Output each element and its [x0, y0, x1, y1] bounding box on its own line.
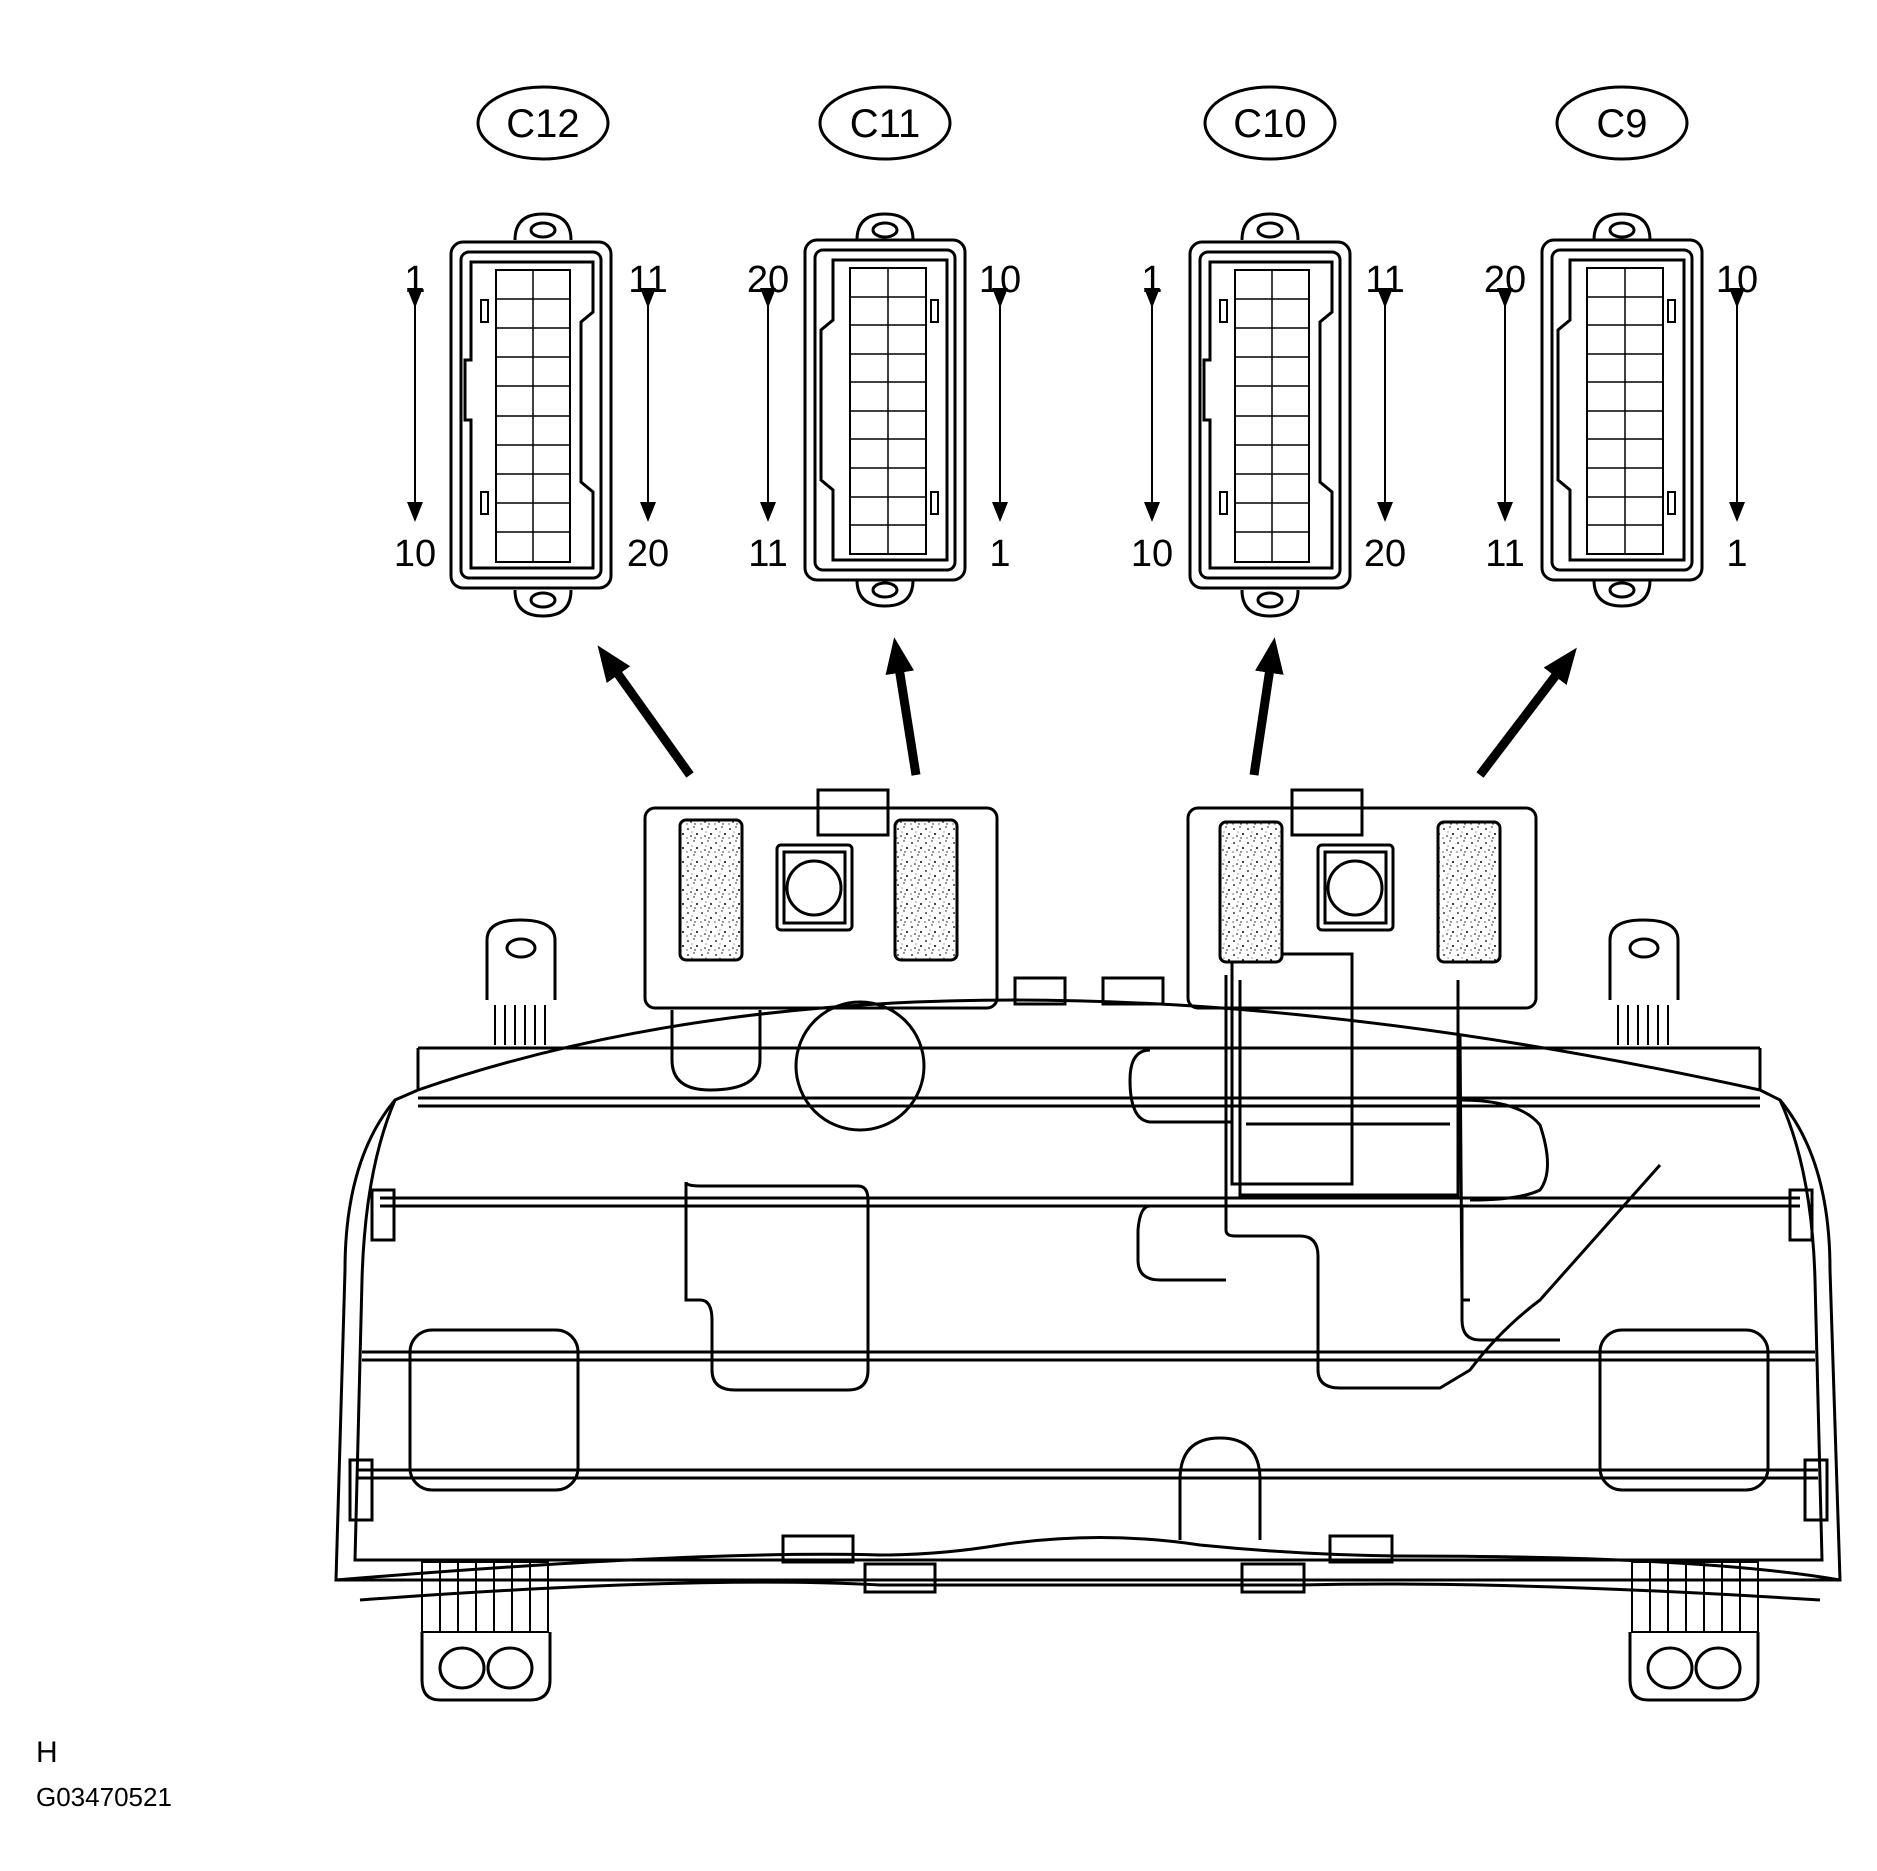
connector-c10: C10 1 10 11 20 — [1131, 85, 1406, 618]
pin-label-top-left: 1 — [404, 259, 425, 301]
connector-c11: C11 20 11 10 1 — [747, 85, 1021, 608]
pointer-arrow-c11 — [885, 637, 921, 776]
connector-label: C10 — [1233, 102, 1306, 146]
combination-meter-housing — [334, 788, 1842, 1702]
pointer-arrow-c9 — [1476, 647, 1577, 778]
pin-label-bottom-left: 11 — [1485, 533, 1524, 575]
connector-label: C11 — [850, 102, 920, 146]
figure-code: G03470521 — [36, 1782, 172, 1812]
connector-label: C12 — [506, 102, 579, 146]
pin-label-bottom-right: 20 — [627, 533, 669, 575]
pin-label-top-left: 20 — [1484, 259, 1526, 301]
pointer-arrows — [597, 637, 1577, 778]
pin-label-bottom-right: 20 — [1364, 533, 1406, 575]
pin-label-top-right: 10 — [1716, 259, 1758, 301]
pin-label-bottom-left: 10 — [1131, 533, 1173, 575]
pin-label-bottom-right: 1 — [1726, 533, 1747, 575]
footer-mark: H — [36, 1736, 58, 1769]
pin-label-top-right: 10 — [979, 259, 1021, 301]
connector-label-bubble — [1203, 85, 1337, 161]
pointer-arrow-c12 — [597, 645, 694, 778]
pin-label-top-left: 20 — [747, 259, 789, 301]
pin-label-bottom-left: 11 — [748, 533, 787, 575]
pin-label-top-right: 11 — [628, 259, 667, 301]
pin-label-bottom-left: 10 — [394, 533, 436, 575]
pointer-arrow-c10 — [1249, 637, 1284, 776]
connector-label-bubble — [1555, 85, 1689, 161]
connector-c9: C9 20 11 10 1 — [1484, 85, 1758, 608]
connector-c12: C12 1 10 11 20 — [394, 85, 669, 618]
socket-c12 — [678, 818, 744, 962]
pin-label-top-left: 1 — [1141, 259, 1162, 301]
socket-c10 — [1218, 820, 1284, 964]
socket-c11 — [893, 818, 959, 962]
socket-c9 — [1436, 820, 1502, 964]
connector-label: C9 — [1596, 102, 1647, 146]
pin-label-bottom-right: 1 — [989, 533, 1010, 575]
pin-label-top-right: 11 — [1365, 259, 1404, 301]
connector-label-bubble — [818, 85, 952, 161]
connector-label-bubble — [476, 85, 610, 161]
